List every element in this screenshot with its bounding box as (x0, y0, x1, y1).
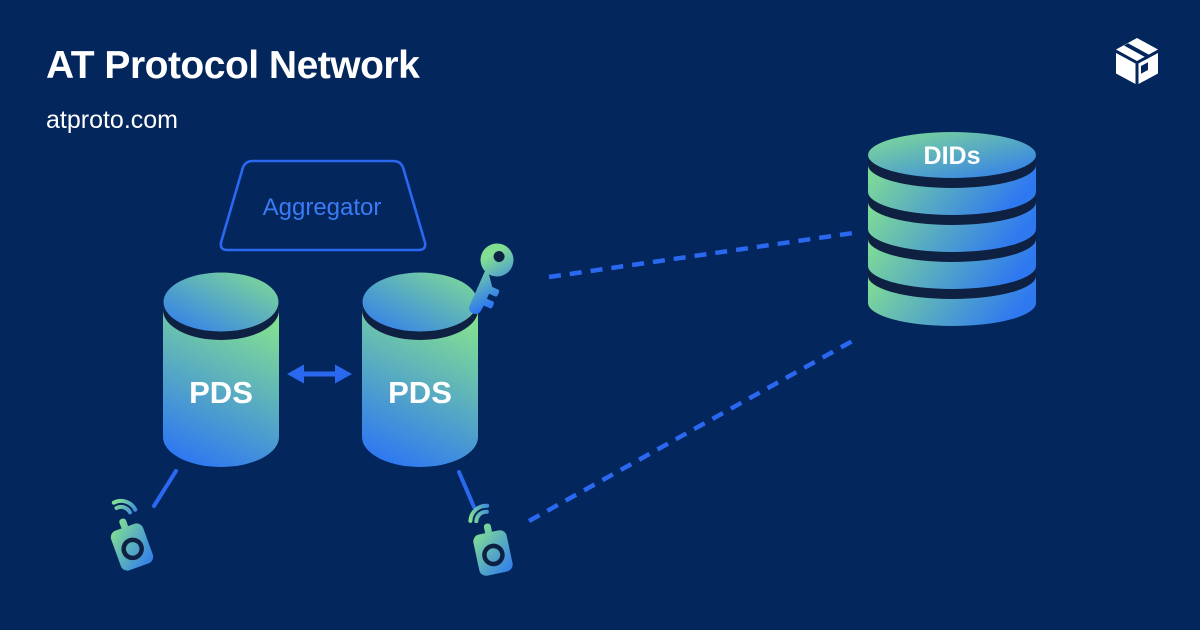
dids-label: DIDs (924, 142, 981, 170)
pds-right-label: PDS (388, 375, 452, 410)
bidirectional-arrow-icon (287, 364, 352, 384)
page-title: AT Protocol Network (46, 44, 420, 87)
pds-right-cylinder: PDS (362, 272, 478, 467)
cylinder-lid (163, 272, 279, 332)
connector-pds-right-device (457, 470, 476, 509)
cylinder-lid (362, 272, 478, 332)
cylinder-body (163, 308, 279, 467)
stack-layer (868, 239, 1036, 289)
pds-left-cylinder: PDS (163, 272, 279, 467)
dids-cylinder: DIDs (868, 132, 1036, 326)
connector-pds-left-device (152, 469, 178, 508)
atproto-box-logo-icon (1116, 38, 1158, 84)
pds-left-label: PDS (189, 375, 253, 410)
stack-layer (868, 202, 1036, 252)
aggregator-node: Aggregator (219, 159, 427, 252)
dashed-connector-key-dids (548, 229, 861, 280)
signal-device-right-icon (468, 503, 513, 576)
signal-device-left-icon (110, 498, 154, 571)
signal-waves-icon (468, 503, 490, 524)
dashed-connector-device-dids (527, 337, 858, 523)
stack-layer (868, 165, 1036, 215)
aggregator-label: Aggregator (263, 194, 382, 221)
site-url: atproto.com (46, 106, 179, 134)
stack-layer (868, 276, 1036, 326)
cylinder-body (362, 308, 478, 467)
signal-waves-icon (111, 498, 138, 515)
stack-lid (868, 132, 1036, 178)
aggregator-trapezoid (219, 159, 427, 252)
key-icon (469, 243, 514, 314)
